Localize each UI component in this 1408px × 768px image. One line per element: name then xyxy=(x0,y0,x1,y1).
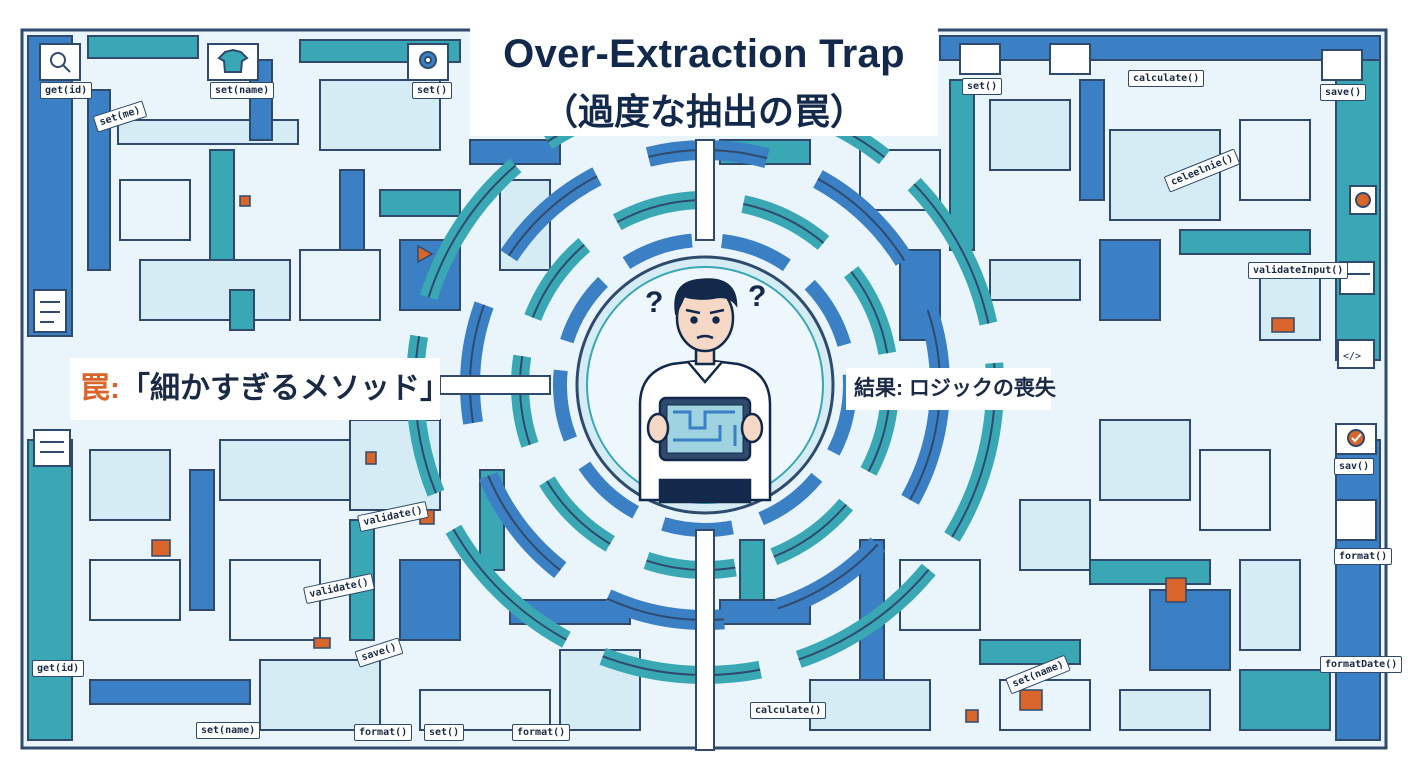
method-label: get(id) xyxy=(40,82,93,99)
maze-walls-top-left xyxy=(27,35,561,337)
method-label: format() xyxy=(1334,548,1393,565)
trap-callout: 罠:「細かすぎるメソッド」 xyxy=(70,358,450,420)
list-icon xyxy=(1321,49,1363,81)
maze-walls-bottom-right xyxy=(719,419,1381,741)
title-japanese: （過度な抽出の罠） xyxy=(541,91,866,132)
method-label: sav() xyxy=(1334,458,1375,475)
method-label: set() xyxy=(424,724,465,741)
trap-prefix: 罠: xyxy=(80,372,120,405)
svg-text:?: ? xyxy=(645,286,663,319)
result-callout: 結果: ロジックの喪失 xyxy=(846,368,1056,410)
svg-text:</>: </> xyxy=(1343,351,1361,362)
result-text: 結果: ロジックの喪失 xyxy=(854,377,1056,400)
maze-walls-top-right xyxy=(719,35,1381,361)
maze-spokes xyxy=(439,139,951,751)
list-icon xyxy=(33,429,71,467)
svg-text:?: ? xyxy=(748,280,766,313)
icon-boxes: </> xyxy=(33,43,1377,541)
code-icon xyxy=(1337,339,1375,369)
trap-text: 「細かすぎるメソッド」 xyxy=(120,372,450,405)
method-label: calculate() xyxy=(750,702,827,719)
method-label: formatDate() xyxy=(1320,656,1403,673)
title-banner: Over-Extraction Trap （過度な抽出の罠） xyxy=(470,18,938,136)
confused-developer xyxy=(638,278,772,504)
method-label: validateInput() xyxy=(1248,262,1349,279)
method-label: calculate() xyxy=(1128,70,1205,87)
document-icon xyxy=(1335,499,1377,541)
method-label: save() xyxy=(1320,84,1367,101)
search-icon xyxy=(39,43,81,81)
list-icon xyxy=(959,43,1001,75)
method-label: format() xyxy=(512,724,571,741)
method-label: set() xyxy=(412,82,453,99)
title-english: Over-Extraction Trap xyxy=(503,32,905,76)
method-label: set(name) xyxy=(196,722,261,739)
method-label: get(id) xyxy=(32,660,85,677)
method-label: set(name) xyxy=(210,82,275,99)
method-label: format() xyxy=(354,724,413,741)
question-mark-icon: ? ? xyxy=(645,280,766,319)
document-icon xyxy=(1049,43,1091,75)
method-label: set() xyxy=(962,78,1003,95)
